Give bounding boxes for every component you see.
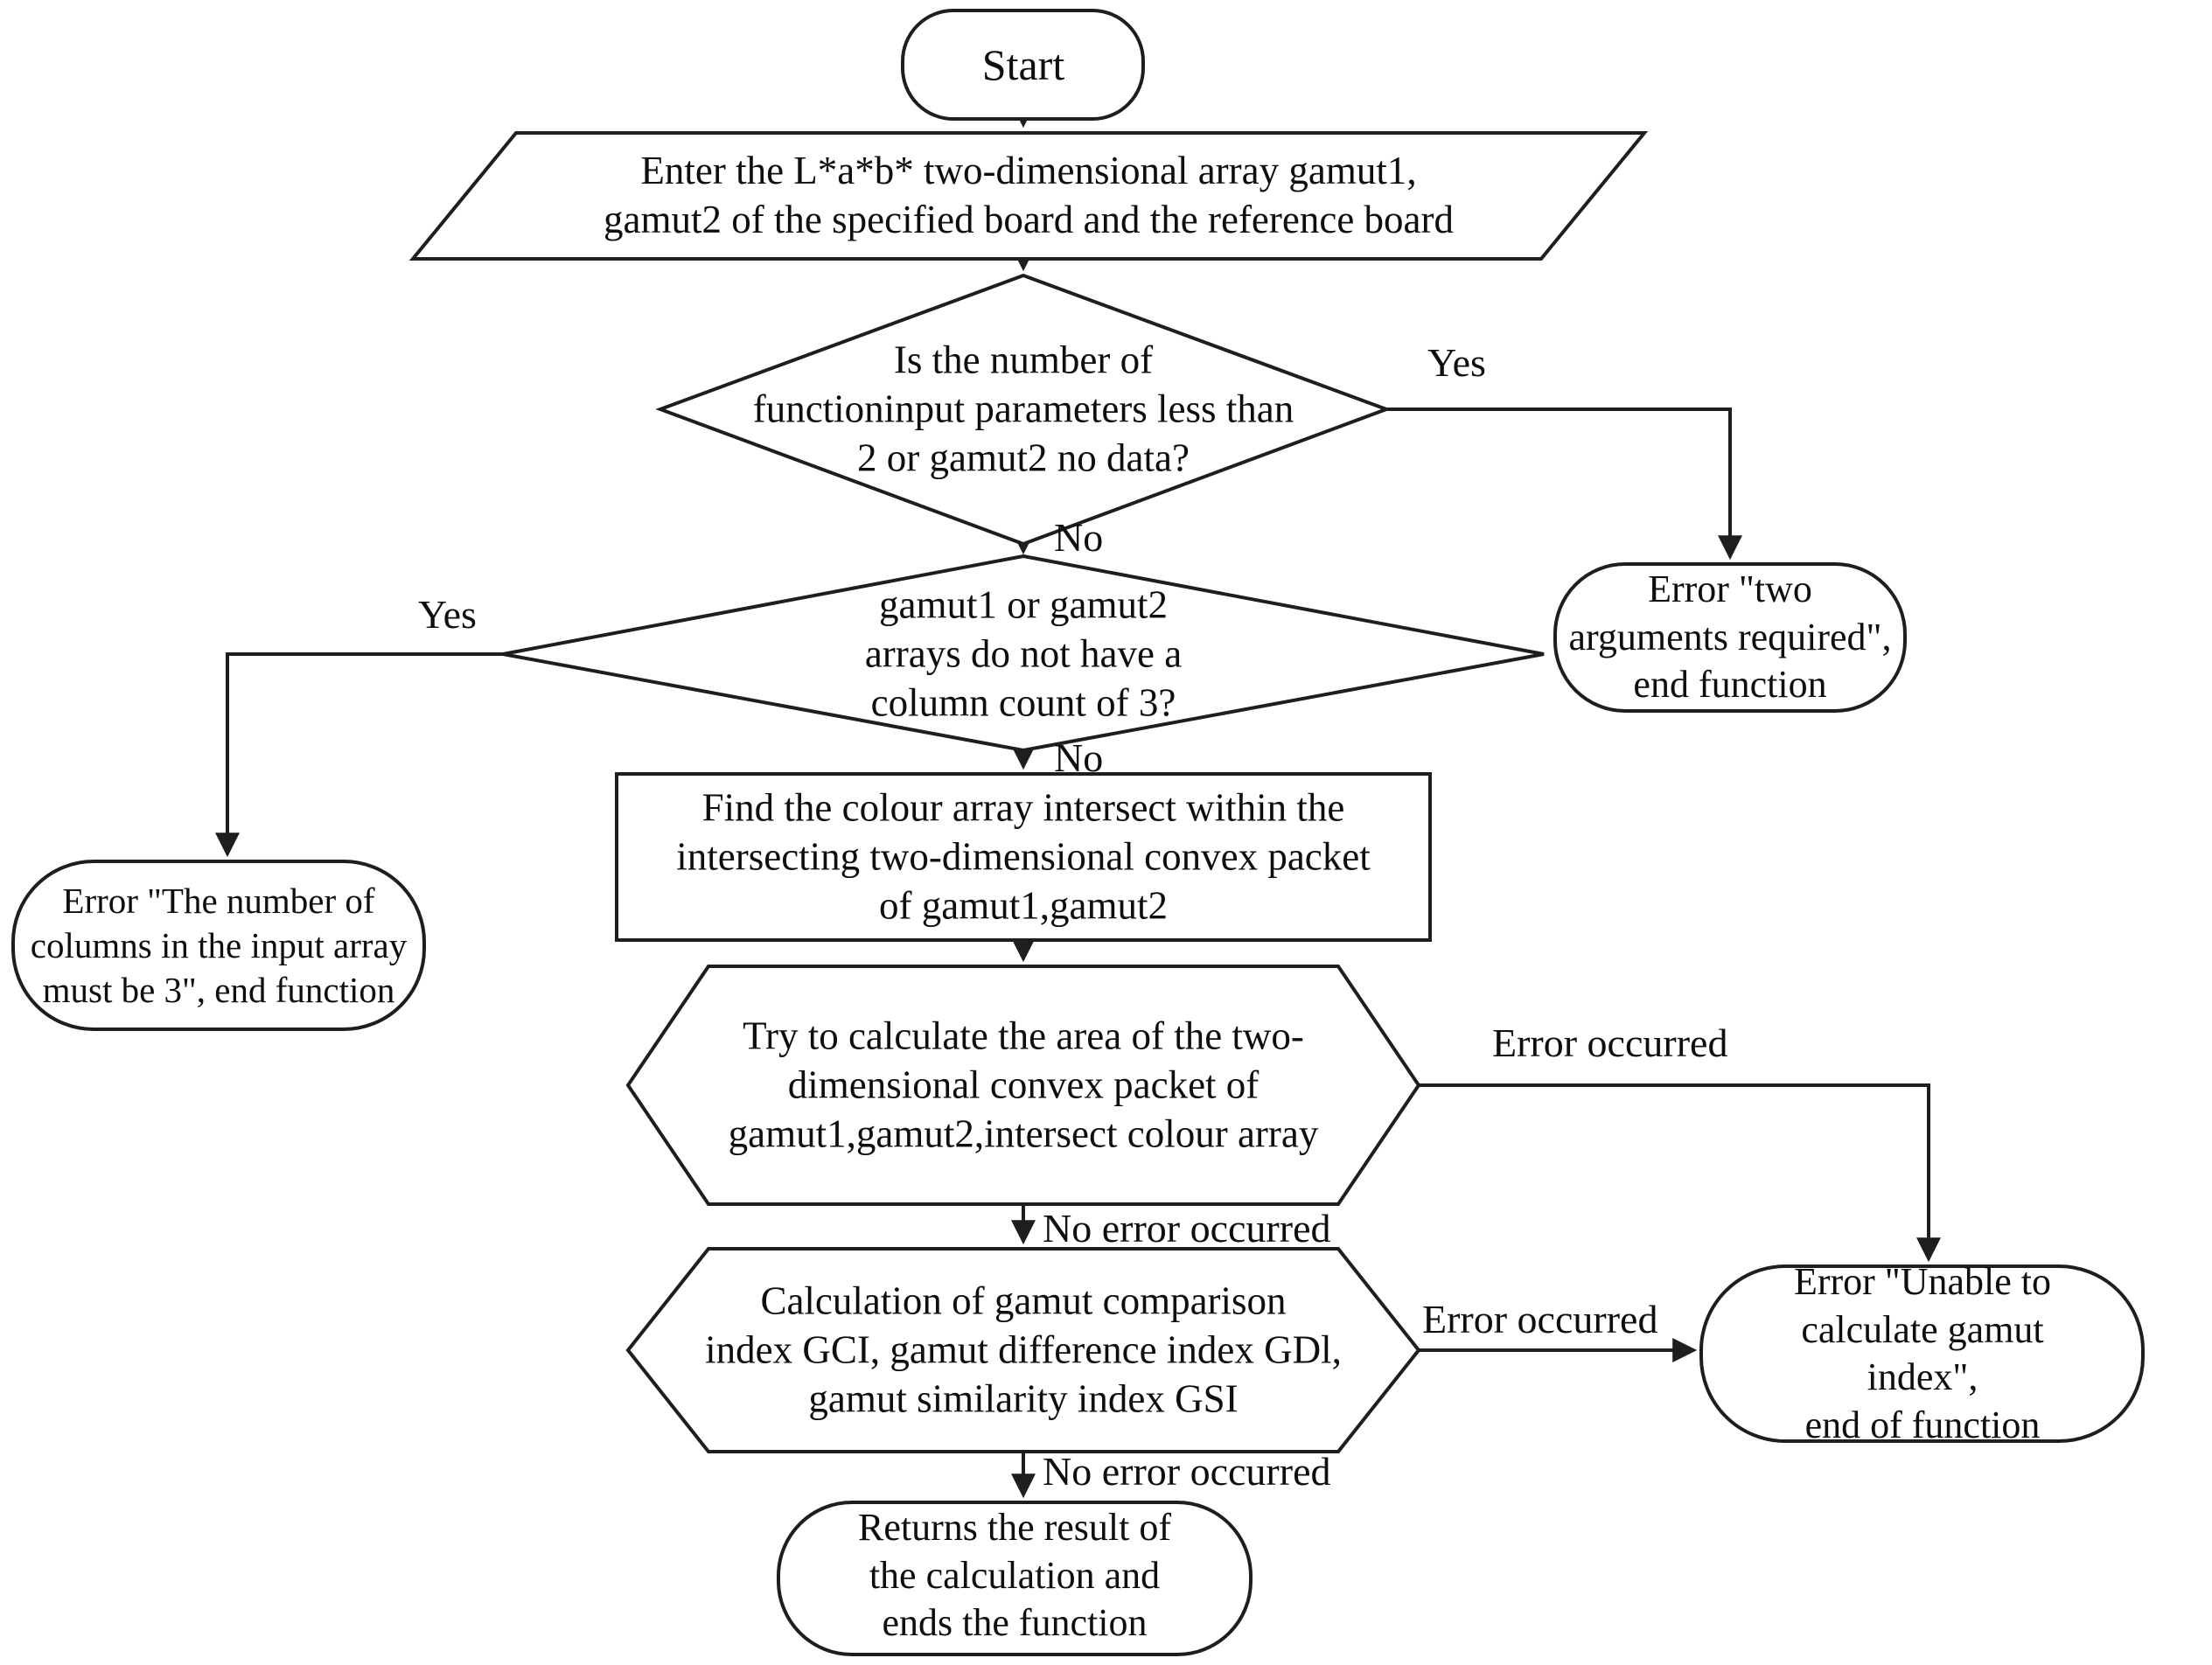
find-intersect-process-label: Find the colour array intersect within t… <box>676 785 1371 927</box>
input-node-label: Enter the L*a*b* two-dimensional array g… <box>603 149 1455 241</box>
return-result-node-shape <box>777 1501 1253 1656</box>
arrow-yes-to-error-two-args <box>1386 408 1742 561</box>
error-columns-node-shape <box>11 860 426 1031</box>
edge-label-error-area: Error occurred <box>1492 1021 1728 1065</box>
edge-label-yes-columns: Yes <box>418 592 477 637</box>
edge-label-no-error-area: No error occurred <box>1043 1206 1331 1250</box>
return-result-node-label: Returns the result of the calculation an… <box>857 1506 1172 1645</box>
check-columns-decision-shape <box>502 554 1545 753</box>
start-node-shape <box>901 9 1145 121</box>
start-node-label: Start <box>981 40 1065 89</box>
error-two-args-node-shape <box>1553 562 1907 713</box>
edge-label-no-error-calc: No error occurred <box>1043 1449 1331 1494</box>
error-gamut-index-node-label: Error "Unable to calculate gamut index",… <box>1793 1259 2052 1446</box>
error-columns-node-label: Error "The number of columns in the inpu… <box>30 880 408 1010</box>
edge-label-yes-params: Yes <box>1427 340 1486 385</box>
find-intersect-process-shape <box>615 772 1432 942</box>
check-columns-decision-label: gamut1 or gamut2 arrays do not have a co… <box>864 582 1183 724</box>
try-area-hexagon-label: Try to calculate the area of the two- di… <box>728 1014 1319 1155</box>
check-params-decision-shape <box>655 273 1392 547</box>
error-two-args-node-label: Error "two arguments required", end func… <box>1568 568 1892 707</box>
arrow-yes-to-error-columns <box>215 652 503 858</box>
edge-label-error-calc: Error occurred <box>1422 1297 1658 1341</box>
edge-label-no-columns: No <box>1054 735 1104 780</box>
calc-indices-hexagon-shape <box>625 1247 1421 1453</box>
error-gamut-index-node-shape <box>1699 1264 2145 1443</box>
input-node-shape <box>408 131 1649 261</box>
calc-indices-hexagon-label: Calculation of gamut comparison index GC… <box>705 1278 1342 1420</box>
try-area-hexagon-shape <box>625 965 1421 1206</box>
edge-label-no-params: No <box>1054 515 1104 560</box>
check-params-decision-label: Is the number of functioninput parameter… <box>752 338 1294 479</box>
arrow-error-area-to-error-gamut-index <box>1419 1083 1941 1263</box>
